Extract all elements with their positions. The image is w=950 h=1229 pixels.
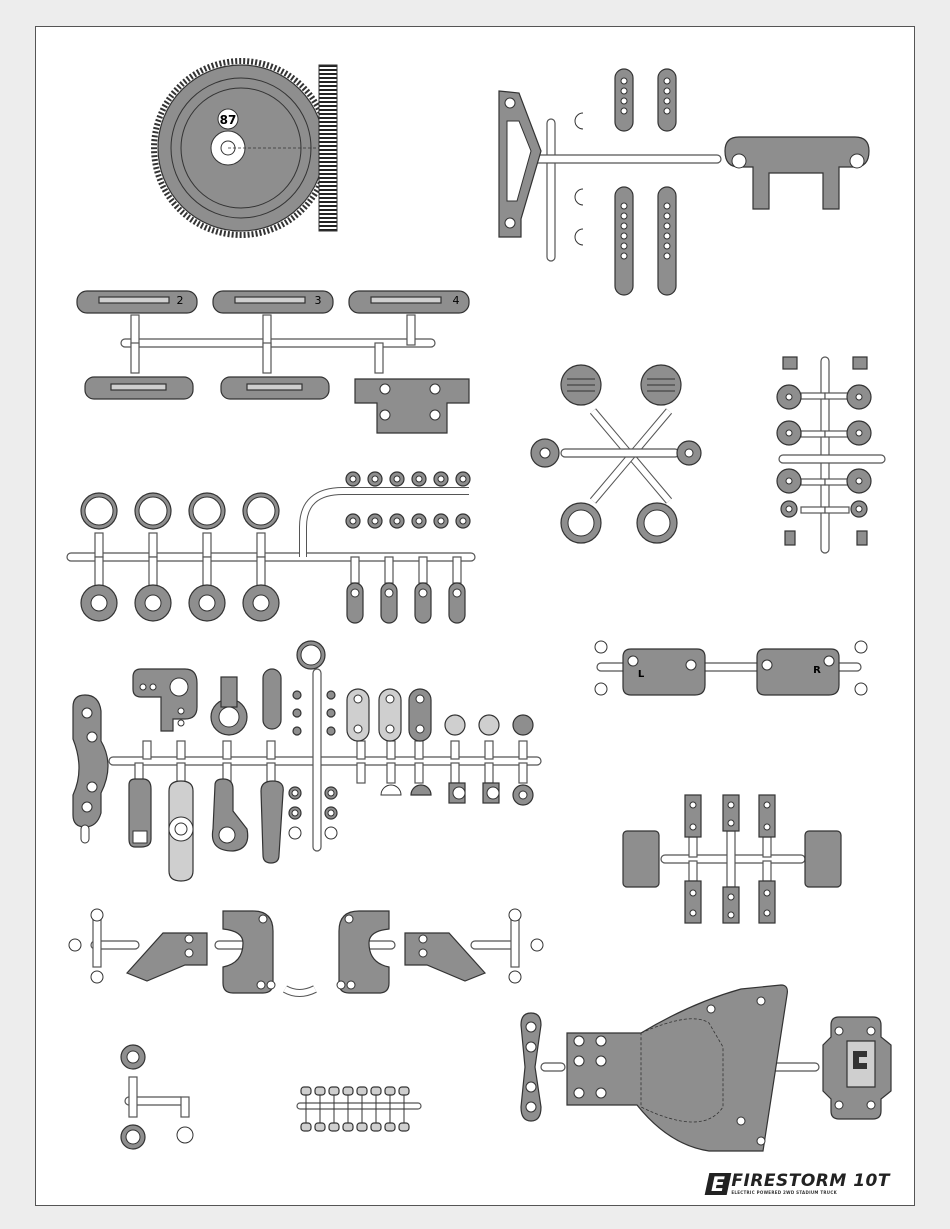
shim-label-4: 4 [453,294,460,307]
chassis-plate-tree [521,985,891,1151]
hub-carriers-tree [595,641,867,695]
gear-tooth-label: 87 [220,113,237,127]
spacer-comb-tree [297,1087,421,1131]
body-mount-tree [499,69,869,295]
shim-label-3: 3 [315,294,322,307]
spur-gear [154,61,337,235]
shim-tree [77,291,469,433]
shock-parts-tree [777,357,885,553]
parts-sheet: .p { fill:#8e8e8e; stroke:#333; stroke-w… [35,26,915,1206]
parts-tree-illustration: .p { fill:#8e8e8e; stroke:#333; stroke-w… [36,27,914,1205]
shim-label-2: 2 [177,294,184,307]
brand-name: FIRESTORM 10T [731,1172,890,1190]
diff-cups-tree [531,365,701,543]
small-bushings-tree [121,1045,193,1149]
knuckle-label-right: R [813,665,821,676]
brand-logo-mark: E [705,1173,732,1195]
brand-logo: E FIRESTORM 10T ELECTRIC POWERED 2WD STA… [707,1172,890,1195]
knuckle-label-left: L [638,669,645,680]
caster-block-tree [69,909,543,993]
steering-tree [73,641,541,881]
brand-tagline: ELECTRIC POWERED 2WD STADIUM TRUCK [731,1190,890,1195]
servo-mount-tree [623,795,841,923]
bushing-rodend-tree [67,472,475,623]
